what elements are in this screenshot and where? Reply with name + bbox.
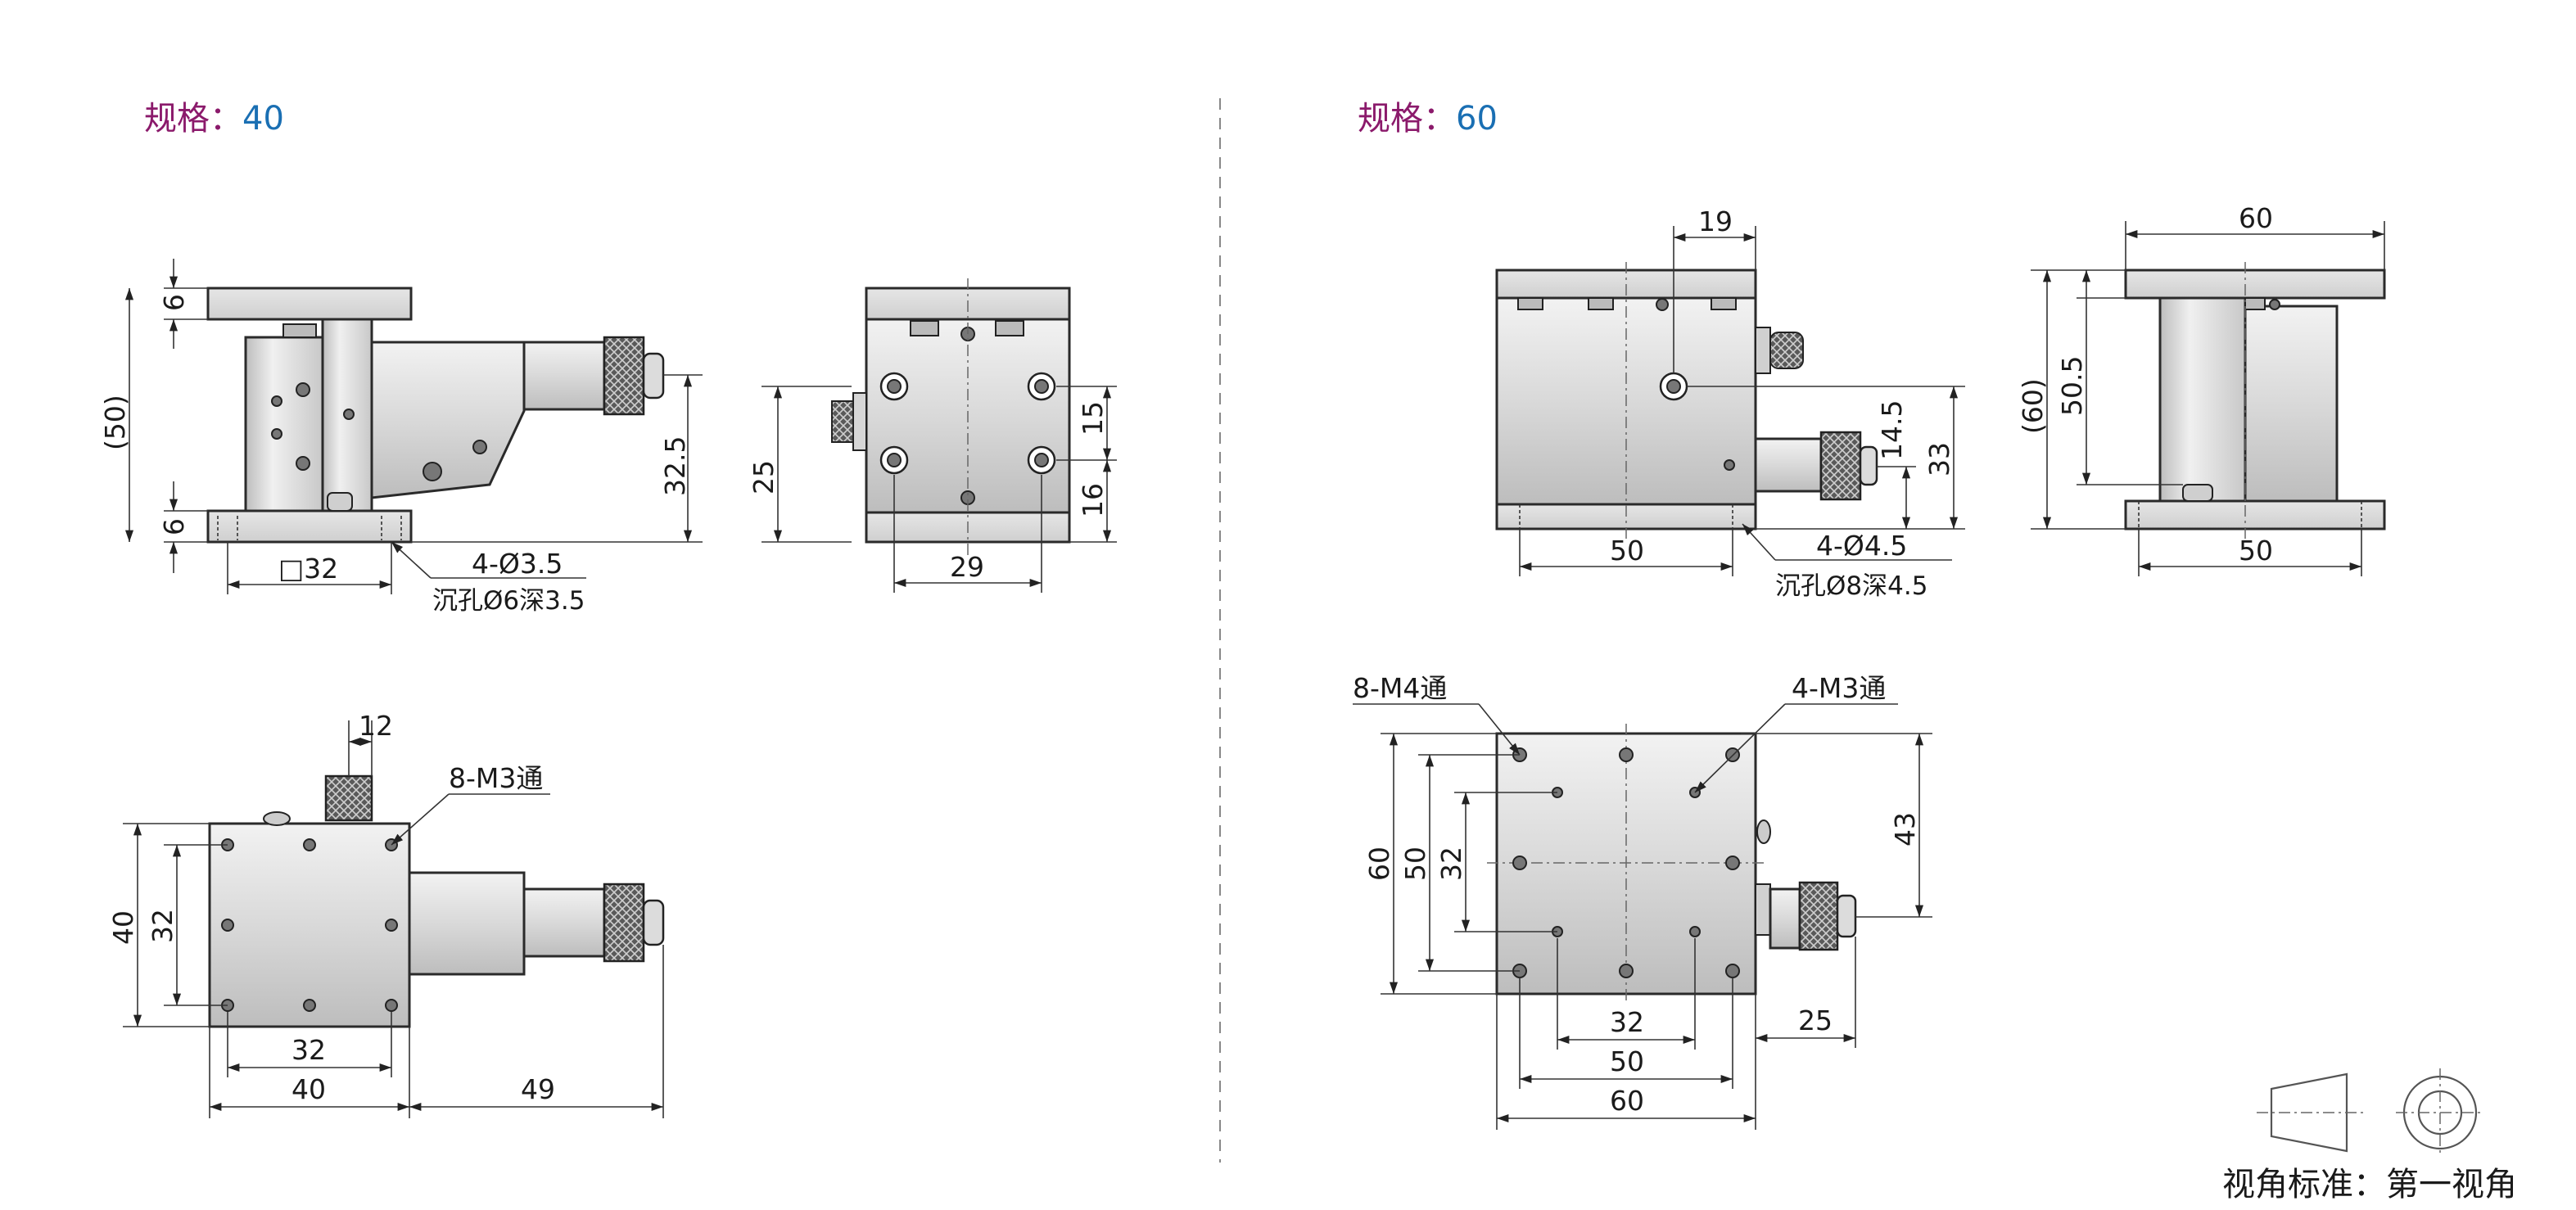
dim-side-h50-5: 50.5 <box>2056 356 2088 416</box>
dim-top-w32: 32 <box>1610 1006 1644 1038</box>
dim-h25: 25 <box>748 460 780 494</box>
note-tap-m3-60: 4-M3通 <box>1792 672 1886 704</box>
spec40-side-view: 6 6 (50) 32.5 □32 4-Ø3.5 沉孔Ø6深3.5 <box>99 259 703 616</box>
dim-h32-5: 32.5 <box>659 436 691 496</box>
note-cbore-8: 沉孔Ø8深4.5 <box>1775 571 1927 601</box>
dim-w49: 49 <box>521 1073 555 1105</box>
dim-top-w25: 25 <box>1798 1005 1833 1036</box>
dim-w40: 40 <box>291 1073 326 1105</box>
spec40-end-view: 25 15 16 29 <box>748 278 1117 593</box>
dim-side-h60: (60) <box>2017 378 2049 434</box>
dim-h6-bot: 6 <box>158 518 190 535</box>
dim-h14-5: 14.5 <box>1876 400 1908 460</box>
dim-w19: 19 <box>1698 205 1733 237</box>
dim-side-w50: 50 <box>2239 535 2273 567</box>
dim-top-h60: 60 <box>1363 847 1395 881</box>
note-tap-m3: 8-M3通 <box>449 762 543 794</box>
projection-label: 视角标准：第一视角 <box>2222 1166 2517 1203</box>
dim-h6-top: 6 <box>158 294 190 311</box>
dim-w29: 29 <box>950 551 984 583</box>
dim-side-w60: 60 <box>2239 202 2273 234</box>
dim-top-h43: 43 <box>1889 812 1921 847</box>
dim-top-h50: 50 <box>1399 847 1431 881</box>
dim-w32: 32 <box>291 1034 326 1066</box>
dim-sq32: □32 <box>278 553 338 585</box>
spec60-side-view: 60 (60) 50.5 50 <box>2017 202 2386 576</box>
dim-top-w50: 50 <box>1610 1045 1644 1077</box>
dim-w50: 50 <box>1610 535 1644 567</box>
spec60-header: 规格：60 <box>1358 100 1498 138</box>
note-holes-4-5: 4-Ø4.5 <box>1816 530 1907 562</box>
spec40-top-view: 12 8-M3通 40 32 32 40 49 <box>107 710 665 1118</box>
dim-top-h32: 32 <box>1435 847 1467 881</box>
dim-h32: 32 <box>147 909 179 943</box>
spec60-front-view: 19 14.5 33 50 4-Ø4.5 沉孔Ø8深4.5 <box>1495 205 1965 601</box>
dim-h40: 40 <box>107 910 139 945</box>
dim-h15: 15 <box>1077 401 1109 436</box>
note-holes-3-5: 4-Ø3.5 <box>472 548 563 580</box>
spec40-header: 规格：40 <box>144 100 284 138</box>
dim-top-w60: 60 <box>1610 1085 1644 1117</box>
projection-symbol <box>2257 1068 2484 1157</box>
dim-h50: (50) <box>99 395 131 450</box>
dim-w12: 12 <box>359 710 393 742</box>
note-tap-m4: 8-M4通 <box>1353 672 1447 704</box>
note-cbore-6: 沉孔Ø6深3.5 <box>432 586 585 616</box>
dim-h33: 33 <box>1923 442 1955 476</box>
spec60-top-view: 8-M4通 4-M3通 60 50 32 43 32 50 60 25 <box>1353 672 1932 1130</box>
dim-h16: 16 <box>1077 483 1109 517</box>
